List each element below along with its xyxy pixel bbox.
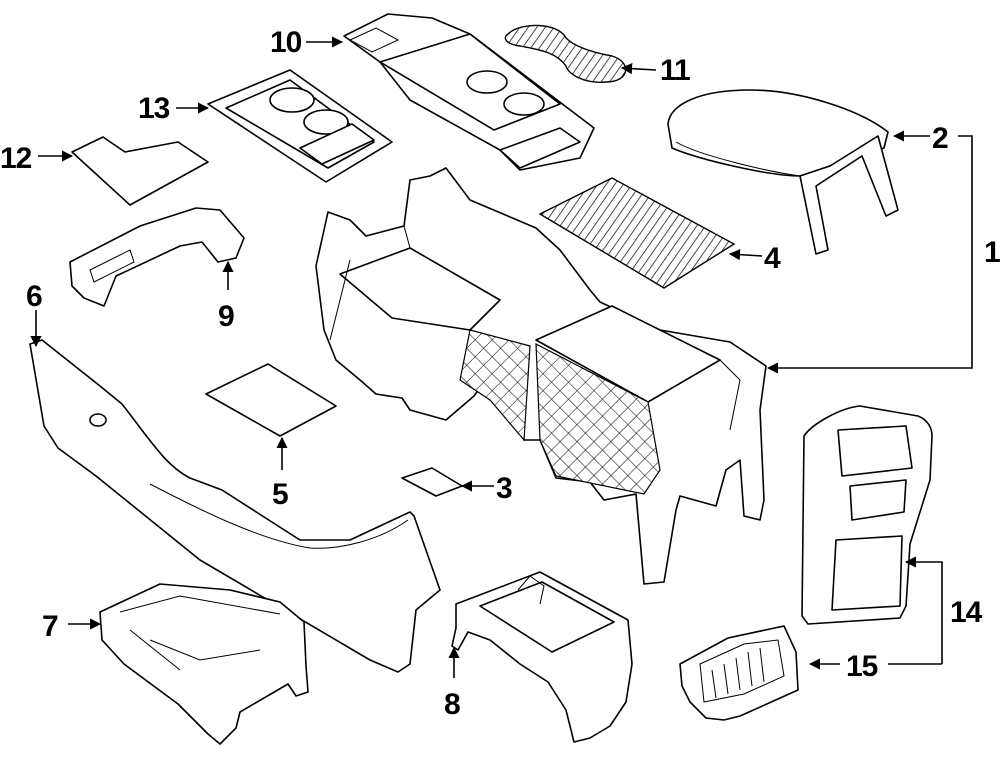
callout-2: 2: [932, 122, 948, 155]
part-9-bracket: [69, 207, 245, 307]
part-4-bin-mat: [538, 177, 736, 289]
callout-10: 10: [270, 26, 302, 59]
callout-11: 11: [660, 54, 690, 87]
callout-1: 1: [984, 236, 1000, 269]
callout-12: 12: [0, 142, 32, 175]
part-13-bezel: [207, 69, 393, 183]
callout-6: 6: [26, 280, 42, 313]
part-5-tray-mat: [205, 363, 337, 437]
callout-8: 8: [444, 688, 460, 721]
part-12-mat: [71, 136, 209, 206]
callout-3: 3: [496, 472, 512, 505]
part-15-vent: [679, 625, 799, 721]
part-11-cup-mat: [504, 24, 627, 83]
callout-13: 13: [138, 92, 170, 125]
part-8-shifter-bracket: [451, 571, 633, 743]
callout-9: 9: [218, 300, 234, 333]
callout-5: 5: [272, 478, 288, 511]
callout-7: 7: [42, 610, 58, 643]
part-7-lower-bracket: [99, 583, 309, 745]
part-14-rear-panel: [801, 405, 933, 625]
part-6-side-panel: [29, 339, 441, 673]
part-1-console-body: [315, 167, 767, 585]
part-10-cupholder-insert: [343, 13, 595, 171]
part-3-pad: [401, 467, 463, 497]
callout-labels: 10 11 13 12 2 1 4 9 6 5 3 7 8 14 15: [0, 26, 1000, 721]
callout-4: 4: [764, 242, 781, 275]
callout-15: 15: [846, 650, 878, 683]
part-2-armrest-lid: [667, 89, 899, 255]
leader-lines: [30, 36, 973, 678]
callout-14: 14: [950, 596, 983, 629]
